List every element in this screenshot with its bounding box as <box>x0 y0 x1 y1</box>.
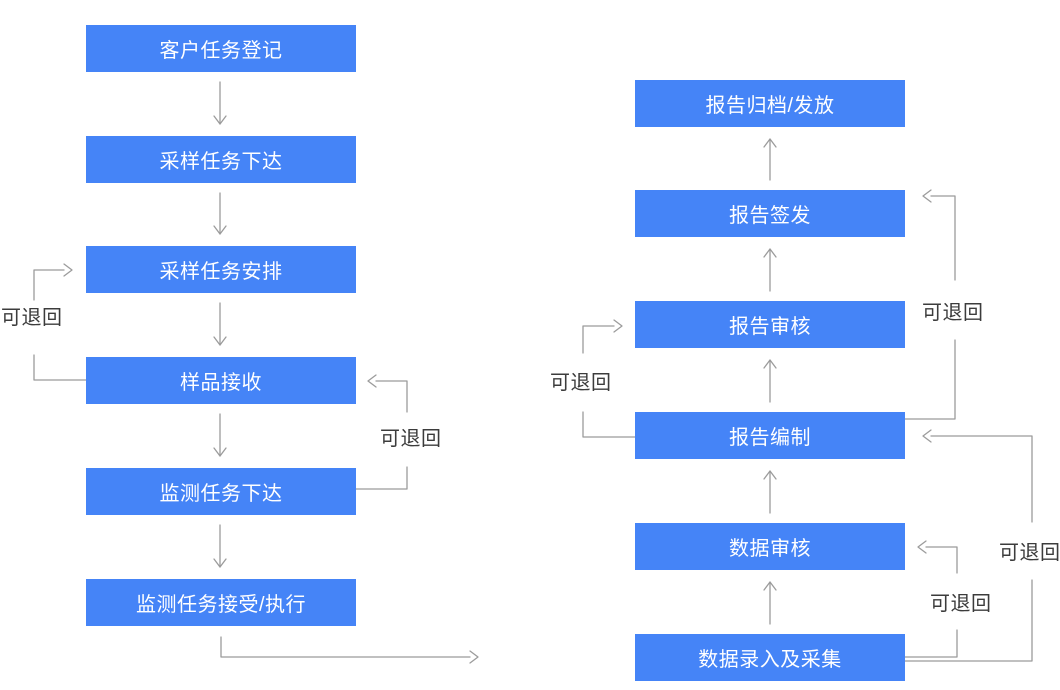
node-sampling-task-arrange: 采样任务安排 <box>86 246 356 293</box>
node-customer-task-register: 客户任务登记 <box>86 25 356 72</box>
node-data-review: 数据审核 <box>635 523 905 570</box>
down-arrow-2 <box>213 192 227 235</box>
node-report-review: 报告审核 <box>635 301 905 348</box>
down-arrow-1 <box>213 81 227 125</box>
up-arrow-1 <box>763 138 777 181</box>
return-label-report-review: 可退回 <box>550 372 612 394</box>
return-label-report-sign: 可退回 <box>922 302 984 324</box>
node-data-entry-collect: 数据录入及采集 <box>635 634 905 681</box>
node-report-compile: 报告编制 <box>635 412 905 459</box>
up-arrow-3 <box>763 359 777 403</box>
return-label-report-compile: 可退回 <box>999 542 1060 564</box>
return-label-data-review: 可退回 <box>930 593 992 615</box>
node-sample-receive: 样品接收 <box>86 357 356 404</box>
up-arrow-5 <box>763 581 777 625</box>
up-arrow-2 <box>763 248 777 292</box>
node-monitor-task-issue: 监测任务下达 <box>86 468 356 515</box>
down-arrow-5 <box>213 524 227 568</box>
return-label-sample-receive: 可退回 <box>380 428 442 450</box>
return-label-sampling-arrange: 可退回 <box>1 307 63 329</box>
node-report-archive-distribute: 报告归档/发放 <box>635 80 905 127</box>
bottom-transfer-arrow <box>220 636 479 664</box>
node-report-sign-issue: 报告签发 <box>635 190 905 237</box>
node-sampling-task-issue: 采样任务下达 <box>86 136 356 183</box>
down-arrow-3 <box>213 302 227 346</box>
down-arrow-4 <box>213 413 227 457</box>
node-monitor-task-accept-execute: 监测任务接受/执行 <box>86 579 356 626</box>
up-arrow-4 <box>763 470 777 514</box>
